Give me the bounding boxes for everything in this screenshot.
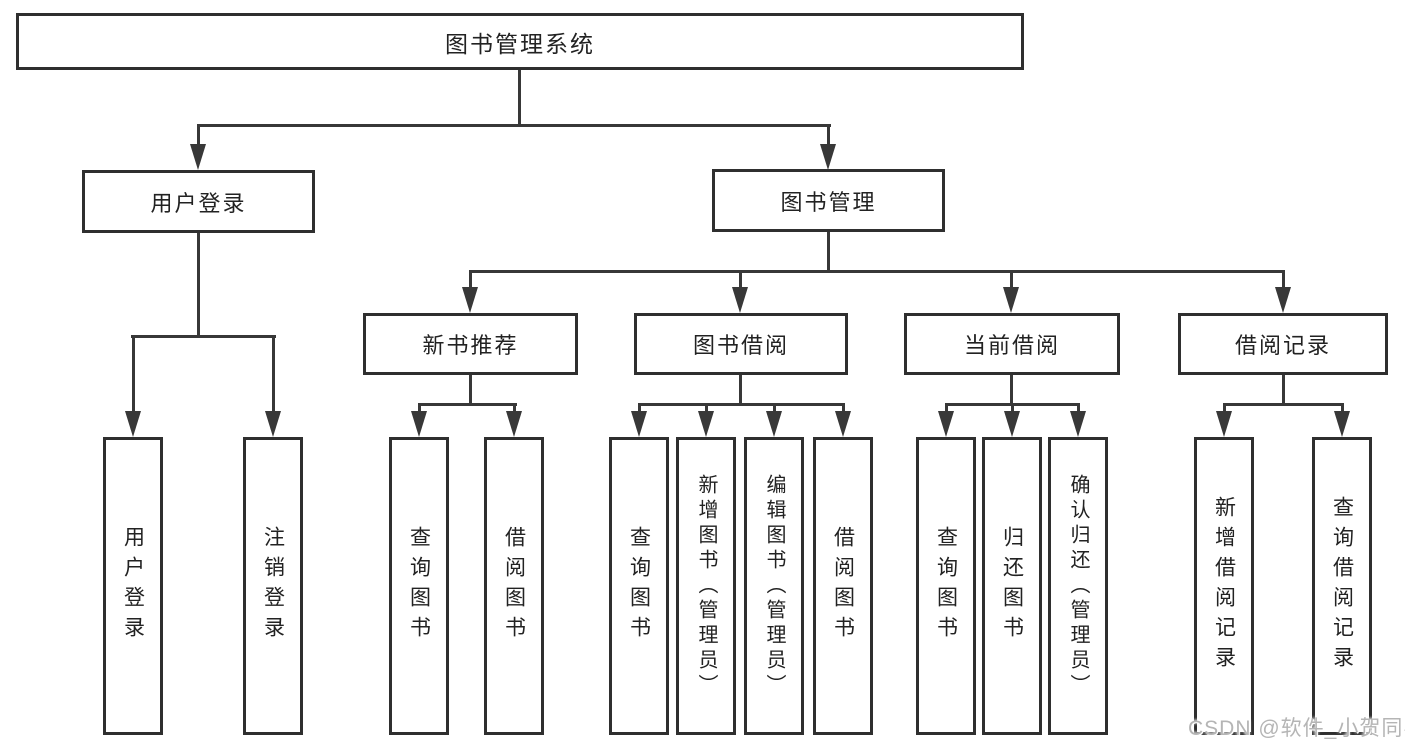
connector-drop xyxy=(132,335,135,415)
leaf-label: 查询图书 xyxy=(407,526,431,646)
node-label: 用户登录 xyxy=(150,190,247,216)
connector-stem xyxy=(1282,375,1285,406)
leaf-label: 用户登录 xyxy=(121,526,145,646)
node-user-login: 用户登录 xyxy=(82,170,315,233)
arrowhead-icon xyxy=(506,411,522,437)
node-label: 当前借阅 xyxy=(963,333,1060,358)
connector-drop xyxy=(469,270,472,291)
connector-drop xyxy=(773,403,776,415)
arrowhead-icon xyxy=(1334,411,1350,437)
node-new-book-recommendation: 新书推荐 xyxy=(363,313,578,375)
leaf-label: 借阅图书 xyxy=(831,526,855,646)
leaf-label: 新增图书（管理员） xyxy=(695,473,717,699)
connector-drop xyxy=(418,403,421,415)
node-book-management: 图书管理 xyxy=(712,169,945,232)
leaf-borrow-books: 借阅图书 xyxy=(813,437,873,735)
arrowhead-icon xyxy=(125,411,141,437)
connector-stem xyxy=(469,375,472,406)
node-borrowing-records: 借阅记录 xyxy=(1178,313,1388,375)
leaf-label: 查询图书 xyxy=(934,526,958,646)
leaf-add-books-admin: 新增图书（管理员） xyxy=(676,437,736,735)
node-library-management-system: 图书管理系统 xyxy=(16,13,1024,70)
node-book-borrowing: 图书借阅 xyxy=(634,313,848,375)
connector-drop xyxy=(1077,403,1080,415)
connector-branch xyxy=(418,403,517,406)
connector-drop xyxy=(739,270,742,291)
connector-branch xyxy=(469,270,1285,273)
leaf-label: 编辑图书（管理员） xyxy=(763,473,785,699)
leaf-query-borrow-record: 查询借阅记录 xyxy=(1312,437,1372,735)
node-current-borrowing: 当前借阅 xyxy=(904,313,1120,375)
arrowhead-icon xyxy=(462,287,478,313)
leaf-logout: 注销登录 xyxy=(243,437,303,735)
connector-drop xyxy=(842,403,845,415)
connector-branch xyxy=(131,335,276,338)
arrowhead-icon xyxy=(1275,287,1291,313)
watermark-text: CSDN @软件_小贺同学 xyxy=(1188,717,1405,740)
connector-drop xyxy=(705,403,708,415)
arrowhead-icon xyxy=(698,411,714,437)
arrowhead-icon xyxy=(631,411,647,437)
arrowhead-icon xyxy=(835,411,851,437)
connector-drop xyxy=(638,403,641,415)
connector-drop xyxy=(272,335,275,415)
leaf-confirm-return-admin: 确认归还（管理员） xyxy=(1048,437,1108,735)
connector-drop xyxy=(1223,403,1226,415)
connector-drop xyxy=(1282,270,1285,291)
leaf-query-books-recommend: 查询图书 xyxy=(389,437,449,735)
connector-drop xyxy=(197,124,200,148)
arrowhead-icon xyxy=(265,411,281,437)
connector-branch xyxy=(1223,403,1344,406)
connector-drop xyxy=(945,403,948,415)
leaf-borrow-books-recommend: 借阅图书 xyxy=(484,437,544,735)
connector-drop xyxy=(513,403,516,415)
connector-stem xyxy=(197,233,200,338)
connector-drop xyxy=(1011,403,1014,415)
leaf-label: 新增借阅记录 xyxy=(1212,496,1236,676)
arrowhead-icon xyxy=(938,411,954,437)
leaf-label: 查询借阅记录 xyxy=(1330,496,1354,676)
arrowhead-icon xyxy=(1003,287,1019,313)
leaf-label: 查询图书 xyxy=(627,526,651,646)
leaf-user-login: 用户登录 xyxy=(103,437,163,735)
leaf-label: 归还图书 xyxy=(1000,526,1024,646)
arrowhead-icon xyxy=(411,411,427,437)
arrowhead-icon xyxy=(1216,411,1232,437)
connector-drop xyxy=(1010,270,1013,291)
node-label: 借阅记录 xyxy=(1234,333,1331,358)
arrowhead-icon xyxy=(766,411,782,437)
connector-branch xyxy=(638,403,845,406)
connector-stem xyxy=(827,232,830,273)
arrowhead-icon xyxy=(190,144,206,170)
leaf-return-books: 归还图书 xyxy=(982,437,1042,735)
leaf-edit-books-admin: 编辑图书（管理员） xyxy=(744,437,804,735)
arrowhead-icon xyxy=(732,287,748,313)
arrowhead-icon xyxy=(1070,411,1086,437)
leaf-label: 确认归还（管理员） xyxy=(1067,473,1089,699)
leaf-label: 借阅图书 xyxy=(502,526,526,646)
node-label: 新书推荐 xyxy=(422,333,519,358)
node-label: 图书借阅 xyxy=(692,333,789,358)
node-label: 图书管理 xyxy=(780,189,877,215)
leaf-add-borrow-record: 新增借阅记录 xyxy=(1194,437,1254,735)
leaf-query-books-borrowing: 查询图书 xyxy=(609,437,669,735)
leaf-query-books-current: 查询图书 xyxy=(916,437,976,735)
arrowhead-icon xyxy=(820,144,836,170)
leaf-label: 注销登录 xyxy=(261,526,285,646)
connector-branch xyxy=(197,124,831,127)
arrowhead-icon xyxy=(1004,411,1020,437)
connector-drop xyxy=(1341,403,1344,415)
connector-drop xyxy=(827,124,830,148)
connector-stem xyxy=(1010,375,1013,406)
connector-stem xyxy=(739,375,742,406)
connector-stem xyxy=(518,70,521,124)
node-label: 图书管理系统 xyxy=(445,30,595,57)
